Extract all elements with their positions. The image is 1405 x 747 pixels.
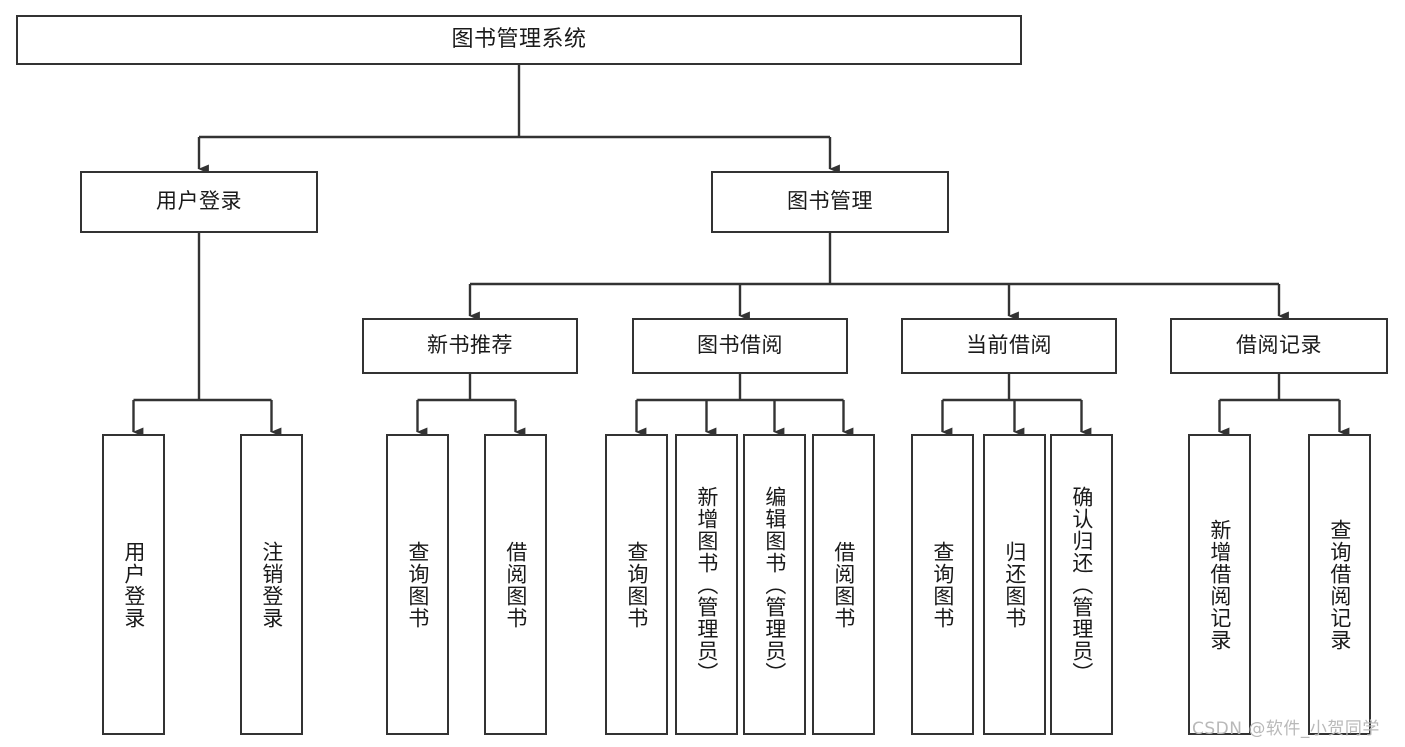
node-label: 查询图书	[624, 540, 649, 629]
node-label: 借阅记录	[1236, 333, 1322, 358]
node-leaf-query-record[interactable]: 查询借阅记录	[1308, 434, 1371, 735]
node-label: 新书推荐	[427, 333, 513, 358]
node-label: 归还图书	[1002, 540, 1027, 629]
node-label: 确认归还（管理员）	[1069, 485, 1094, 684]
node-leaf-borrow-book[interactable]: 借阅图书	[812, 434, 875, 735]
node-current-borrow[interactable]: 当前借阅	[901, 318, 1117, 374]
node-leaf-add-record[interactable]: 新增借阅记录	[1188, 434, 1251, 735]
watermark-text: CSDN @软件_小贺同学	[1192, 719, 1380, 739]
node-label: 新增图书（管理员）	[694, 485, 719, 684]
node-label: 用户登录	[121, 540, 146, 629]
node-label: 查询图书	[405, 540, 430, 629]
node-root[interactable]: 图书管理系统	[16, 15, 1022, 65]
node-leaf-user-login[interactable]: 用户登录	[102, 434, 165, 735]
node-leaf-return-book[interactable]: 归还图书	[983, 434, 1046, 735]
node-label: 编辑图书（管理员）	[762, 485, 787, 684]
node-new-book-rec[interactable]: 新书推荐	[362, 318, 578, 374]
node-label: 注销登录	[259, 540, 284, 629]
node-label: 借阅图书	[503, 540, 528, 629]
node-leaf-borrow-book-rec[interactable]: 借阅图书	[484, 434, 547, 735]
node-leaf-add-book[interactable]: 新增图书（管理员）	[675, 434, 738, 735]
node-label: 借阅图书	[831, 540, 856, 629]
node-leaf-edit-book[interactable]: 编辑图书（管理员）	[743, 434, 806, 735]
node-borrow-record[interactable]: 借阅记录	[1170, 318, 1388, 374]
node-leaf-query-book-cur[interactable]: 查询图书	[911, 434, 974, 735]
node-label: 查询图书	[930, 540, 955, 629]
node-book-borrow[interactable]: 图书借阅	[632, 318, 848, 374]
node-leaf-query-book[interactable]: 查询图书	[605, 434, 668, 735]
node-leaf-user-logout[interactable]: 注销登录	[240, 434, 303, 735]
node-label: 新增借阅记录	[1207, 518, 1232, 651]
node-book-manage[interactable]: 图书管理	[711, 171, 949, 233]
node-label: 图书管理系统	[451, 26, 587, 52]
node-user-login[interactable]: 用户登录	[80, 171, 318, 233]
node-label: 图书管理	[787, 189, 873, 214]
node-leaf-query-book-rec[interactable]: 查询图书	[386, 434, 449, 735]
node-label: 图书借阅	[697, 333, 783, 358]
node-label: 查询借阅记录	[1327, 518, 1352, 651]
node-leaf-confirm-return[interactable]: 确认归还（管理员）	[1050, 434, 1113, 735]
node-label: 当前借阅	[966, 333, 1052, 358]
node-label: 用户登录	[156, 189, 242, 214]
